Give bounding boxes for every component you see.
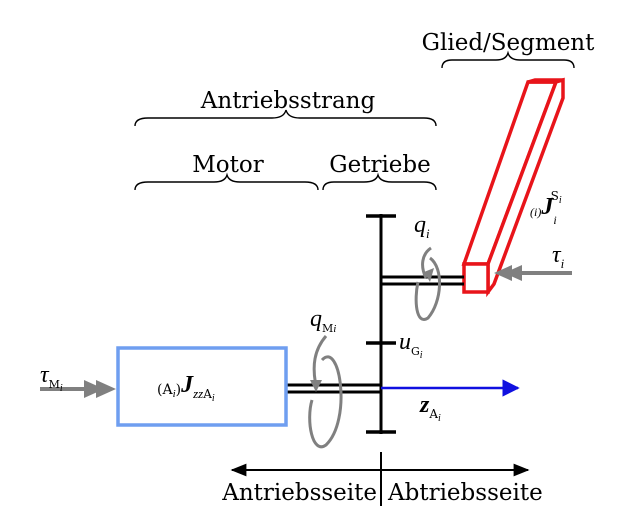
motor-inertia-label: (Ai)JzzAi (157, 372, 215, 404)
segment-bar (461, 77, 565, 298)
z-axis-label: zAi (419, 392, 441, 424)
motor-box (116, 346, 288, 427)
motor-angle-label: qMi (310, 306, 336, 335)
motor-brace (134, 172, 319, 191)
motor-torque-label: τMi (40, 362, 63, 394)
gearbox-brace (322, 172, 437, 191)
joint-rotation-arrow (414, 246, 442, 321)
gearbox-label: Getriebe (329, 152, 431, 178)
segment-brace (441, 50, 575, 69)
segment-inertia-label: (i)JiSi (530, 189, 562, 227)
drivetrain-label: Antriebsstrang (200, 88, 376, 114)
gear-ratio-label: uGi (399, 329, 423, 361)
joint-angle-label: qi (414, 212, 430, 241)
joint-torque-arrow (494, 265, 572, 281)
motor-label: Motor (192, 152, 263, 178)
output-side-label: Abtriebsseite (387, 480, 543, 506)
joint-torque-label: τi (552, 242, 565, 271)
motor-rotation-arrow (308, 335, 343, 449)
drive-side-label: Antriebsseite (221, 480, 377, 506)
drivetrain-brace (134, 109, 437, 127)
segment-label: Glied/Segment (422, 30, 595, 56)
motor-torque-arrow (40, 380, 116, 398)
